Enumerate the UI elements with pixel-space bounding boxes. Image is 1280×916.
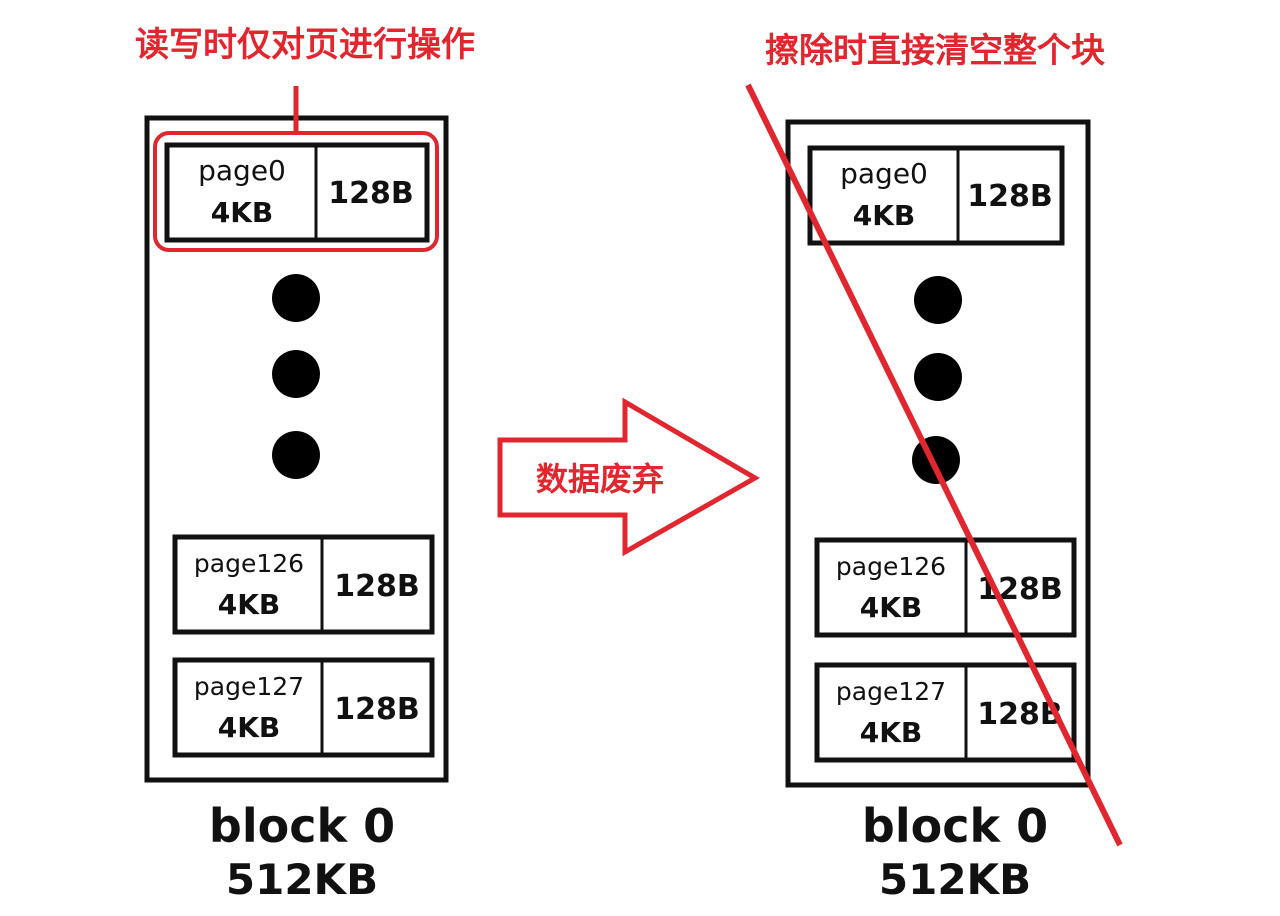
ellipsis-dot (272, 350, 320, 398)
left-block: page0 4KB 128B page126 4KB 128B page127 … (144, 86, 449, 904)
page-size: 4KB (218, 588, 281, 621)
oob-size: 128B (334, 569, 420, 604)
block-outline (785, 119, 1091, 788)
oob-size: 128B (328, 176, 414, 211)
page-size: 4KB (218, 711, 281, 744)
page-name: page127 (836, 677, 946, 706)
oob-size: 128B (967, 179, 1053, 214)
page-size: 4KB (211, 196, 274, 229)
ellipsis-dot (914, 353, 962, 401)
page-box-page126: page126 4KB 128B (172, 534, 435, 635)
page-box-page127: page127 4KB 128B (814, 662, 1077, 763)
page-highlight (153, 131, 439, 252)
page-size: 4KB (860, 716, 923, 749)
arrow-right-icon (497, 397, 761, 557)
page-name: page0 (198, 154, 286, 187)
page-name: page126 (836, 552, 946, 581)
arrow-label: 数据废弃 (536, 460, 664, 498)
erase-strike-line (745, 83, 1123, 847)
page-box-page127: page127 4KB 128B (172, 657, 435, 758)
page-box-page0: page0 4KB 128B (164, 142, 430, 243)
ellipsis-dot (914, 276, 962, 324)
discard-arrow: 数据废弃 (497, 397, 761, 557)
ellipsis-dot (272, 274, 320, 322)
page-box-page126: page126 4KB 128B (814, 537, 1077, 638)
block-label: block 0 (209, 799, 395, 853)
right-note: 擦除时直接清空整个块 (765, 31, 1105, 71)
block-size: 512KB (879, 855, 1031, 904)
page-name: page127 (194, 672, 304, 701)
page-name: page126 (194, 549, 304, 578)
block-label: block 0 (862, 799, 1048, 853)
page-size: 4KB (853, 199, 916, 232)
page-name: page0 (840, 157, 928, 190)
ellipsis-dot (912, 436, 960, 484)
block-size: 512KB (226, 855, 378, 904)
page-box-page0: page0 4KB 128B (807, 145, 1065, 246)
oob-size: 128B (334, 692, 420, 727)
page-size: 4KB (860, 591, 923, 624)
ellipsis-dot (272, 431, 320, 479)
right-block: page0 4KB 128B page126 4KB 128B page127 … (785, 119, 1091, 904)
left-note: 读写时仅对页进行操作 (135, 25, 475, 65)
